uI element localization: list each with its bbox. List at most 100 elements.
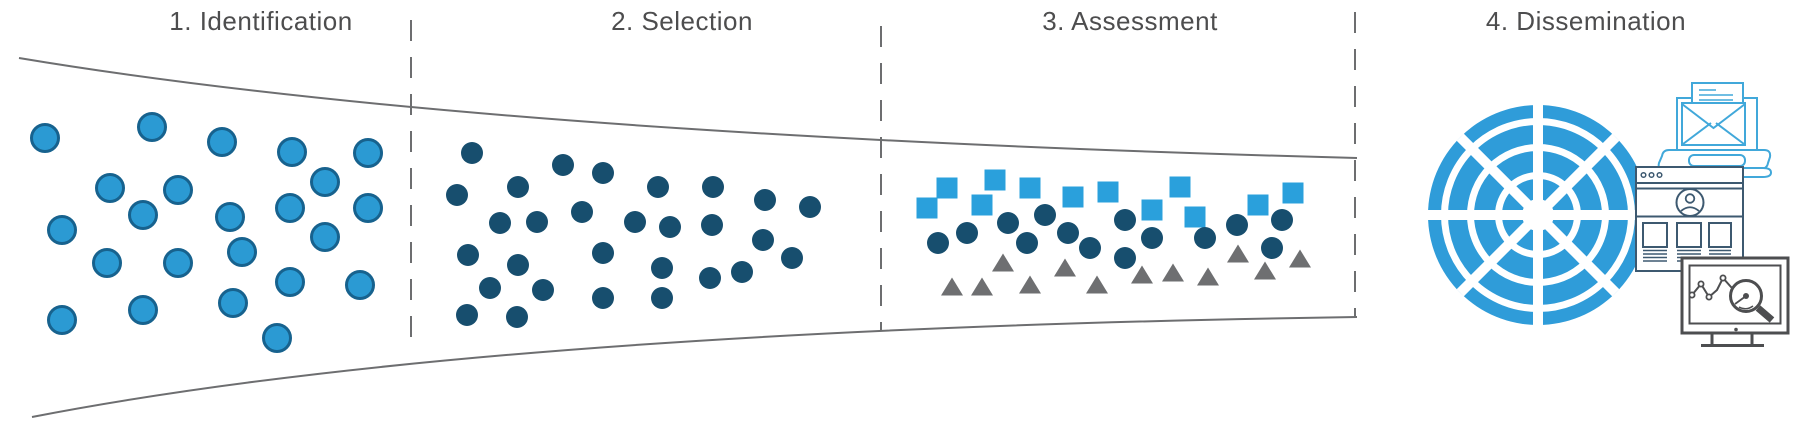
selected-study-dot	[651, 287, 673, 309]
selected-study-dot	[507, 176, 529, 198]
assessed-circle-marker	[1226, 214, 1248, 236]
funnel-outline	[18, 57, 1358, 418]
identified-study-dot	[310, 222, 340, 252]
selection-dots	[446, 142, 821, 328]
identification-dots	[30, 112, 383, 353]
selected-study-dot	[571, 201, 593, 223]
assessed-square-marker	[1019, 177, 1041, 199]
selected-study-dot	[624, 211, 646, 233]
assessed-circle-marker	[1194, 227, 1216, 249]
assessed-circle-marker	[1114, 247, 1136, 269]
selected-study-dot	[461, 142, 483, 164]
identified-study-dot	[163, 248, 193, 278]
envelope-folds	[1682, 122, 1745, 145]
assessed-square-marker	[984, 169, 1006, 191]
selected-study-dot	[731, 261, 753, 283]
stage-title-selection: 2. Selection	[611, 6, 753, 36]
assessed-triangle-marker	[1289, 249, 1311, 268]
analytics-monitor-icon	[1680, 256, 1790, 347]
identified-study-dot	[275, 267, 305, 297]
selected-study-dot	[592, 162, 614, 184]
power-led	[1734, 327, 1738, 332]
selected-study-dot	[526, 211, 548, 233]
assessed-triangle-marker	[1019, 275, 1041, 294]
stage-title-identification: 1. Identification	[169, 6, 353, 36]
selected-study-dot	[701, 214, 723, 236]
assessed-triangle-marker	[1131, 265, 1153, 284]
thumbnail-squares	[1642, 222, 1732, 248]
assessed-triangle-marker	[1086, 275, 1108, 294]
identified-study-dot	[353, 193, 383, 223]
assessed-triangle-marker	[992, 253, 1014, 272]
assessed-square-marker	[936, 177, 958, 199]
assessed-square-marker	[971, 194, 993, 216]
assessed-square-marker	[1247, 194, 1269, 216]
assessed-square-marker	[1097, 181, 1119, 203]
stage-title-dissemination: 4. Dissemination	[1485, 6, 1687, 36]
identified-study-dot	[92, 248, 122, 278]
person-icon	[1680, 193, 1700, 212]
identified-study-dot	[353, 138, 383, 168]
selected-study-dot	[592, 287, 614, 309]
selected-study-dot	[754, 189, 776, 211]
chart-nodes	[1688, 274, 1727, 301]
dissemination-icons	[1428, 82, 1790, 347]
assessment-circles	[927, 204, 1293, 269]
selected-study-dot	[456, 304, 478, 326]
identified-study-dot	[95, 173, 125, 203]
identified-study-dot	[227, 237, 257, 267]
profile-webpage-icon	[1635, 166, 1744, 272]
funnel-bottom-line	[31, 316, 1358, 418]
assessed-circle-marker	[927, 232, 949, 254]
assessed-circle-marker	[1079, 237, 1101, 259]
envelope-flap	[1681, 103, 1746, 130]
identified-study-dot	[345, 270, 375, 300]
selected-study-dot	[702, 176, 724, 198]
assessed-square-marker	[1141, 199, 1163, 221]
selected-study-dot	[651, 257, 673, 279]
assessed-circle-marker	[1114, 209, 1136, 231]
magnifier-node-line	[1734, 295, 1747, 305]
selected-study-dot	[659, 216, 681, 238]
assessed-circle-marker	[1141, 227, 1163, 249]
assessed-square-marker	[1169, 176, 1191, 198]
selected-study-dot	[592, 242, 614, 264]
assessed-circle-marker	[1271, 209, 1293, 231]
stage-dividers	[410, 12, 1356, 350]
assessed-triangle-marker	[971, 277, 993, 296]
laptop-touchpad	[1688, 154, 1746, 167]
assessment-squares	[916, 169, 1304, 228]
identified-study-dot	[47, 215, 77, 245]
assessed-square-marker	[1062, 186, 1084, 208]
identified-study-dot	[47, 305, 77, 335]
selected-study-dot	[506, 306, 528, 328]
selected-study-dot	[552, 154, 574, 176]
identified-study-dot	[275, 193, 305, 223]
magnifier-arc	[1738, 305, 1754, 310]
assessed-square-marker	[916, 197, 938, 219]
letter-text-lines	[1699, 89, 1733, 101]
browser-dots	[1640, 171, 1663, 179]
webpage-text-lines	[1643, 249, 1731, 262]
funnel-top-line	[18, 57, 1358, 159]
identified-study-dot	[207, 127, 237, 157]
assessed-triangle-marker	[1162, 263, 1184, 282]
radial-wheel-icon	[1428, 105, 1648, 325]
assessed-triangle-marker	[1054, 258, 1076, 277]
assessed-triangle-marker	[1197, 267, 1219, 286]
identified-study-dot	[218, 288, 248, 318]
assessed-circle-marker	[1034, 204, 1056, 226]
laptop-front-lip	[1741, 167, 1773, 178]
assessed-triangle-marker	[941, 277, 963, 296]
identified-study-dot	[262, 323, 292, 353]
identified-study-dot	[30, 123, 60, 153]
stage-title-assessment: 3. Assessment	[1042, 6, 1218, 36]
identified-study-dot	[163, 175, 193, 205]
identified-study-dot	[128, 295, 158, 325]
identified-study-dot	[128, 200, 158, 230]
email-laptop-icon	[1657, 82, 1773, 178]
assessed-circle-marker	[1016, 232, 1038, 254]
assessed-circle-marker	[1057, 222, 1079, 244]
identified-study-dot	[310, 167, 340, 197]
